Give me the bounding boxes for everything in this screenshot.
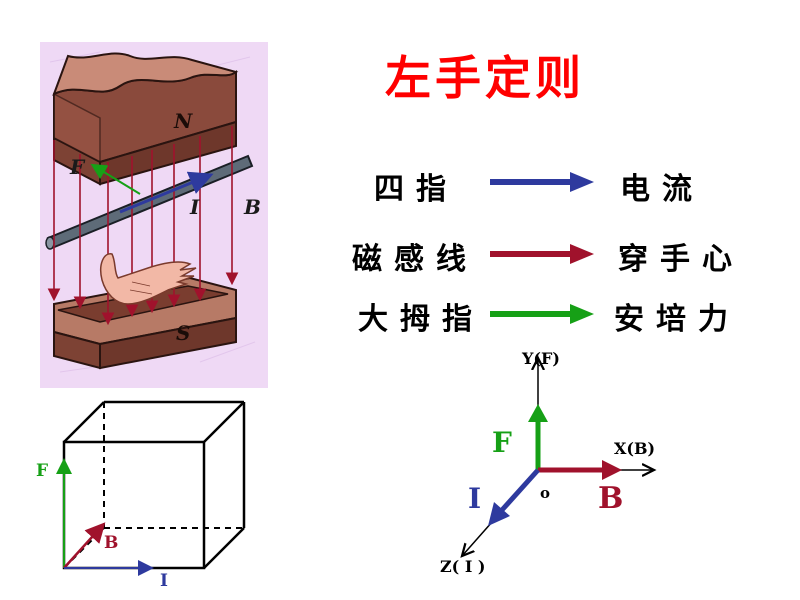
- x-axis-label: X(B): [614, 439, 655, 458]
- axes-current-vector: [500, 468, 540, 512]
- page-title: 左手定则: [385, 51, 585, 105]
- cube-field-arrow: [63, 522, 106, 569]
- rule-right-current: 电流: [620, 172, 704, 207]
- y-axis-label: Y(F): [521, 349, 560, 368]
- rule-arrow-current: [490, 172, 594, 192]
- current-label: I: [189, 195, 200, 219]
- rule-left-fingers: 四指: [374, 172, 458, 207]
- force-arrow: [90, 163, 141, 195]
- axes-force-label: F: [492, 426, 512, 459]
- axes-current-label: I: [468, 482, 481, 515]
- cube-outline: [62, 400, 246, 570]
- field-label: B: [243, 195, 261, 219]
- cube-force-label: F: [36, 461, 48, 481]
- south-pole-magnet: [53, 276, 237, 370]
- rule-left-field-lines: 磁感线: [352, 242, 478, 277]
- rule-right-palm: 穿手心: [618, 242, 744, 277]
- north-pole-label: N: [173, 109, 193, 133]
- cube-hidden-edges: [63, 402, 244, 569]
- origin-label: o: [540, 484, 550, 502]
- rule-arrow-force: [490, 304, 594, 324]
- cube-current-label: I: [160, 571, 168, 591]
- left-hand: [100, 253, 197, 305]
- cube-field-label: B: [104, 533, 118, 553]
- rule-right-ampere-force: 安培力: [614, 302, 740, 337]
- south-pole-label: S: [176, 321, 190, 345]
- left-hand-rule-illustration: N S F I B: [40, 42, 268, 388]
- force-label: F: [69, 155, 86, 179]
- axes-diagram: Y(F) X(B) Z( I ) o F B I: [440, 349, 690, 576]
- cube-diagram: F B I: [36, 400, 246, 591]
- rule-arrow-field: [490, 244, 594, 264]
- current-arrow: [119, 171, 214, 214]
- axes-field-label: B: [598, 481, 623, 516]
- z-axis-label: Z( I ): [440, 557, 485, 576]
- rule-left-thumb: 大拇指: [358, 302, 484, 337]
